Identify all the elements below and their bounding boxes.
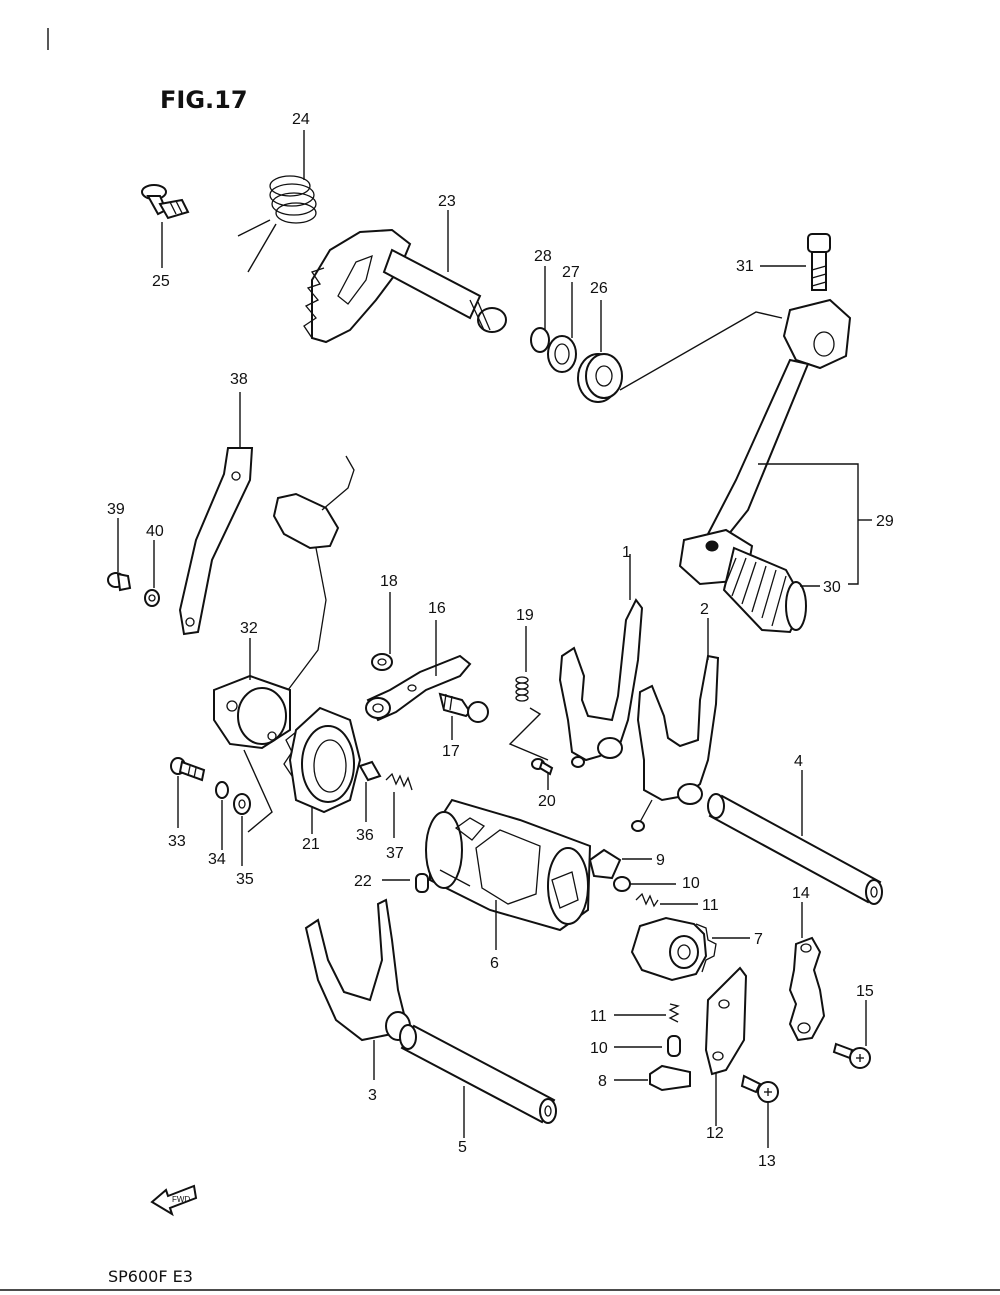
callout-15: 15 — [856, 983, 874, 1000]
neutral-switch-lead — [272, 455, 355, 691]
part-29-shift-lever — [706, 298, 852, 542]
callout-21: 21 — [302, 836, 320, 853]
callout-32: 32 — [240, 620, 258, 637]
callout-12: 12 — [706, 1125, 724, 1142]
assembly-line — [619, 311, 783, 391]
part-27-washer — [547, 335, 577, 373]
part-2-shift-fork — [631, 654, 720, 832]
part-15-screw — [832, 1042, 871, 1069]
part-36-pin — [358, 760, 382, 782]
part-35-washer — [233, 793, 251, 815]
callout-24: 24 — [292, 111, 310, 128]
callout-17: 17 — [442, 743, 460, 760]
part-33-screw — [170, 757, 206, 782]
part-17-bolt — [438, 692, 489, 723]
svg-text:FWD: FWD — [172, 1195, 190, 1204]
part-24-spring — [237, 175, 317, 273]
part-38-plate — [178, 447, 254, 636]
part-20-pin — [531, 758, 554, 776]
model-code: SP600F E3 — [108, 1267, 193, 1286]
figure-title: FIG.17 — [160, 86, 248, 114]
part-18-washer — [371, 653, 393, 671]
part-30-shift-rubber — [678, 528, 807, 634]
part-39-screw — [107, 572, 132, 592]
part-23-shift-shaft — [303, 228, 507, 344]
part-40-washer — [144, 589, 160, 607]
callout-3: 3 — [368, 1087, 377, 1104]
part-13-screw — [740, 1074, 779, 1103]
part-28-circlip — [530, 327, 550, 353]
callout-37: 37 — [386, 845, 404, 862]
callout-27: 27 — [562, 264, 580, 281]
callout-28: 28 — [534, 248, 552, 265]
callout-11a: 11 — [702, 897, 719, 914]
callout-10b: 10 — [590, 1040, 608, 1057]
part-32-gear-position-switch — [213, 674, 291, 750]
part-4-fork-shaft — [707, 793, 883, 905]
callout-10a: 10 — [682, 875, 700, 892]
part-6-gearshift-cam-drum — [425, 798, 592, 932]
callout-23: 23 — [438, 193, 456, 210]
callout-14: 14 — [792, 885, 810, 902]
callout-20: 20 — [538, 793, 556, 810]
part-10-pin — [613, 876, 631, 892]
callout-40: 40 — [146, 523, 164, 540]
callout-25: 25 — [152, 273, 170, 290]
part-11-spring — [635, 892, 659, 908]
callout-34: 34 — [208, 851, 226, 868]
callout-11b: 11 — [590, 1008, 607, 1025]
callout-35: 35 — [236, 871, 254, 888]
callout-19: 19 — [516, 607, 534, 624]
callout-26: 26 — [590, 280, 608, 297]
part-31-bolt — [807, 233, 831, 291]
callout-16: 16 — [428, 600, 446, 617]
part-16-cam-stopper — [365, 654, 472, 722]
part-26-bearing — [577, 353, 623, 403]
part-5-fork-shaft — [399, 1024, 557, 1124]
callout-13: 13 — [758, 1153, 776, 1170]
callout-2: 2 — [700, 601, 709, 618]
part-19-spring — [515, 676, 529, 702]
callout-29: 29 — [876, 513, 894, 530]
callout-22: 22 — [354, 873, 372, 890]
part-21-cam-stopper-plate — [283, 706, 362, 814]
part-9-pawl — [588, 848, 622, 880]
part-14-cam-guide-plate — [788, 936, 826, 1042]
part-11-spring-lower — [668, 1003, 680, 1023]
callout-31: 31 — [736, 258, 754, 275]
callout-1: 1 — [622, 544, 631, 561]
part-22-pin — [415, 873, 429, 893]
fwd-arrow-icon: FWD — [150, 1184, 198, 1217]
callout-36: 36 — [356, 827, 374, 844]
part-10-pin-lower — [667, 1035, 681, 1057]
part-34-lock-washer — [215, 781, 229, 799]
callout-9: 9 — [656, 852, 665, 869]
callout-8: 8 — [598, 1073, 607, 1090]
part-12-guide-plate — [704, 966, 748, 1076]
callout-39: 39 — [107, 501, 125, 518]
part-25-bolt — [141, 184, 190, 220]
part-7-pawl-lifter — [630, 916, 717, 982]
callout-4: 4 — [794, 753, 803, 770]
callout-18: 18 — [380, 573, 398, 590]
callout-5: 5 — [458, 1139, 467, 1156]
callout-30: 30 — [823, 579, 841, 596]
callout-7: 7 — [754, 931, 763, 948]
part-37-spring — [385, 772, 413, 791]
callout-38: 38 — [230, 371, 248, 388]
part-1-shift-fork — [558, 598, 644, 768]
part-3-shift-fork — [304, 898, 411, 1042]
callout-33: 33 — [168, 833, 186, 850]
part-8-pawl-lower — [649, 1064, 691, 1092]
callout-6: 6 — [490, 955, 499, 972]
